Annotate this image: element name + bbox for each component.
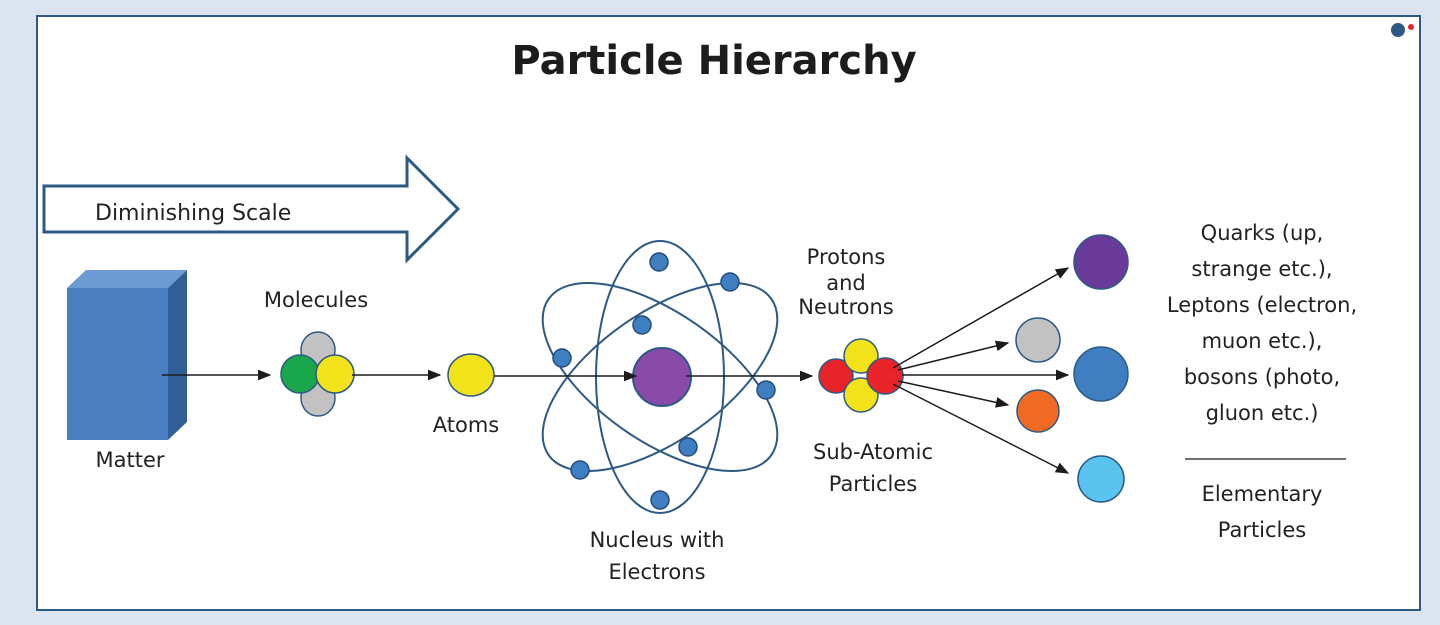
protons-label-line1: Protons (807, 245, 886, 269)
elementary-text-line3: Leptons (electron, (1167, 293, 1357, 317)
molecules-label: Molecules (264, 288, 368, 312)
elementary-text-line6: gluon etc.) (1206, 401, 1319, 425)
blue-particle (1074, 347, 1128, 401)
elementary-text-line5: bosons (photo, (1184, 365, 1340, 389)
diminishing-scale-label: Diminishing Scale (95, 201, 291, 226)
subatomic-label-line2: Particles (829, 472, 918, 496)
cube-icon (67, 270, 187, 440)
elementary-text-line1: Quarks (up, (1201, 221, 1324, 245)
protons-label-line3: Neutrons (798, 295, 893, 319)
elementary-label-line2: Particles (1218, 518, 1307, 542)
diagram-title: Particle Hierarchy (511, 38, 916, 84)
elementary-text-line2: strange etc.), (1191, 257, 1332, 281)
elementary-text-line4: muon etc.), (1202, 329, 1323, 353)
elementary-label-line1: Elementary (1202, 482, 1323, 506)
lightblue-particle (1078, 456, 1124, 502)
protons-label-line2: and (826, 271, 866, 295)
matter-label: Matter (95, 448, 164, 472)
orange-particle (1017, 390, 1059, 432)
atoms-label: Atoms (433, 413, 499, 437)
quark-particle (1074, 235, 1128, 289)
nucleus-label-line2: Electrons (608, 560, 705, 584)
gray-particle (1016, 318, 1060, 362)
nucleus-label-line1: Nucleus with (590, 528, 725, 552)
subatomic-label-line1: Sub-Atomic (813, 440, 933, 464)
atom-icon (448, 354, 494, 396)
